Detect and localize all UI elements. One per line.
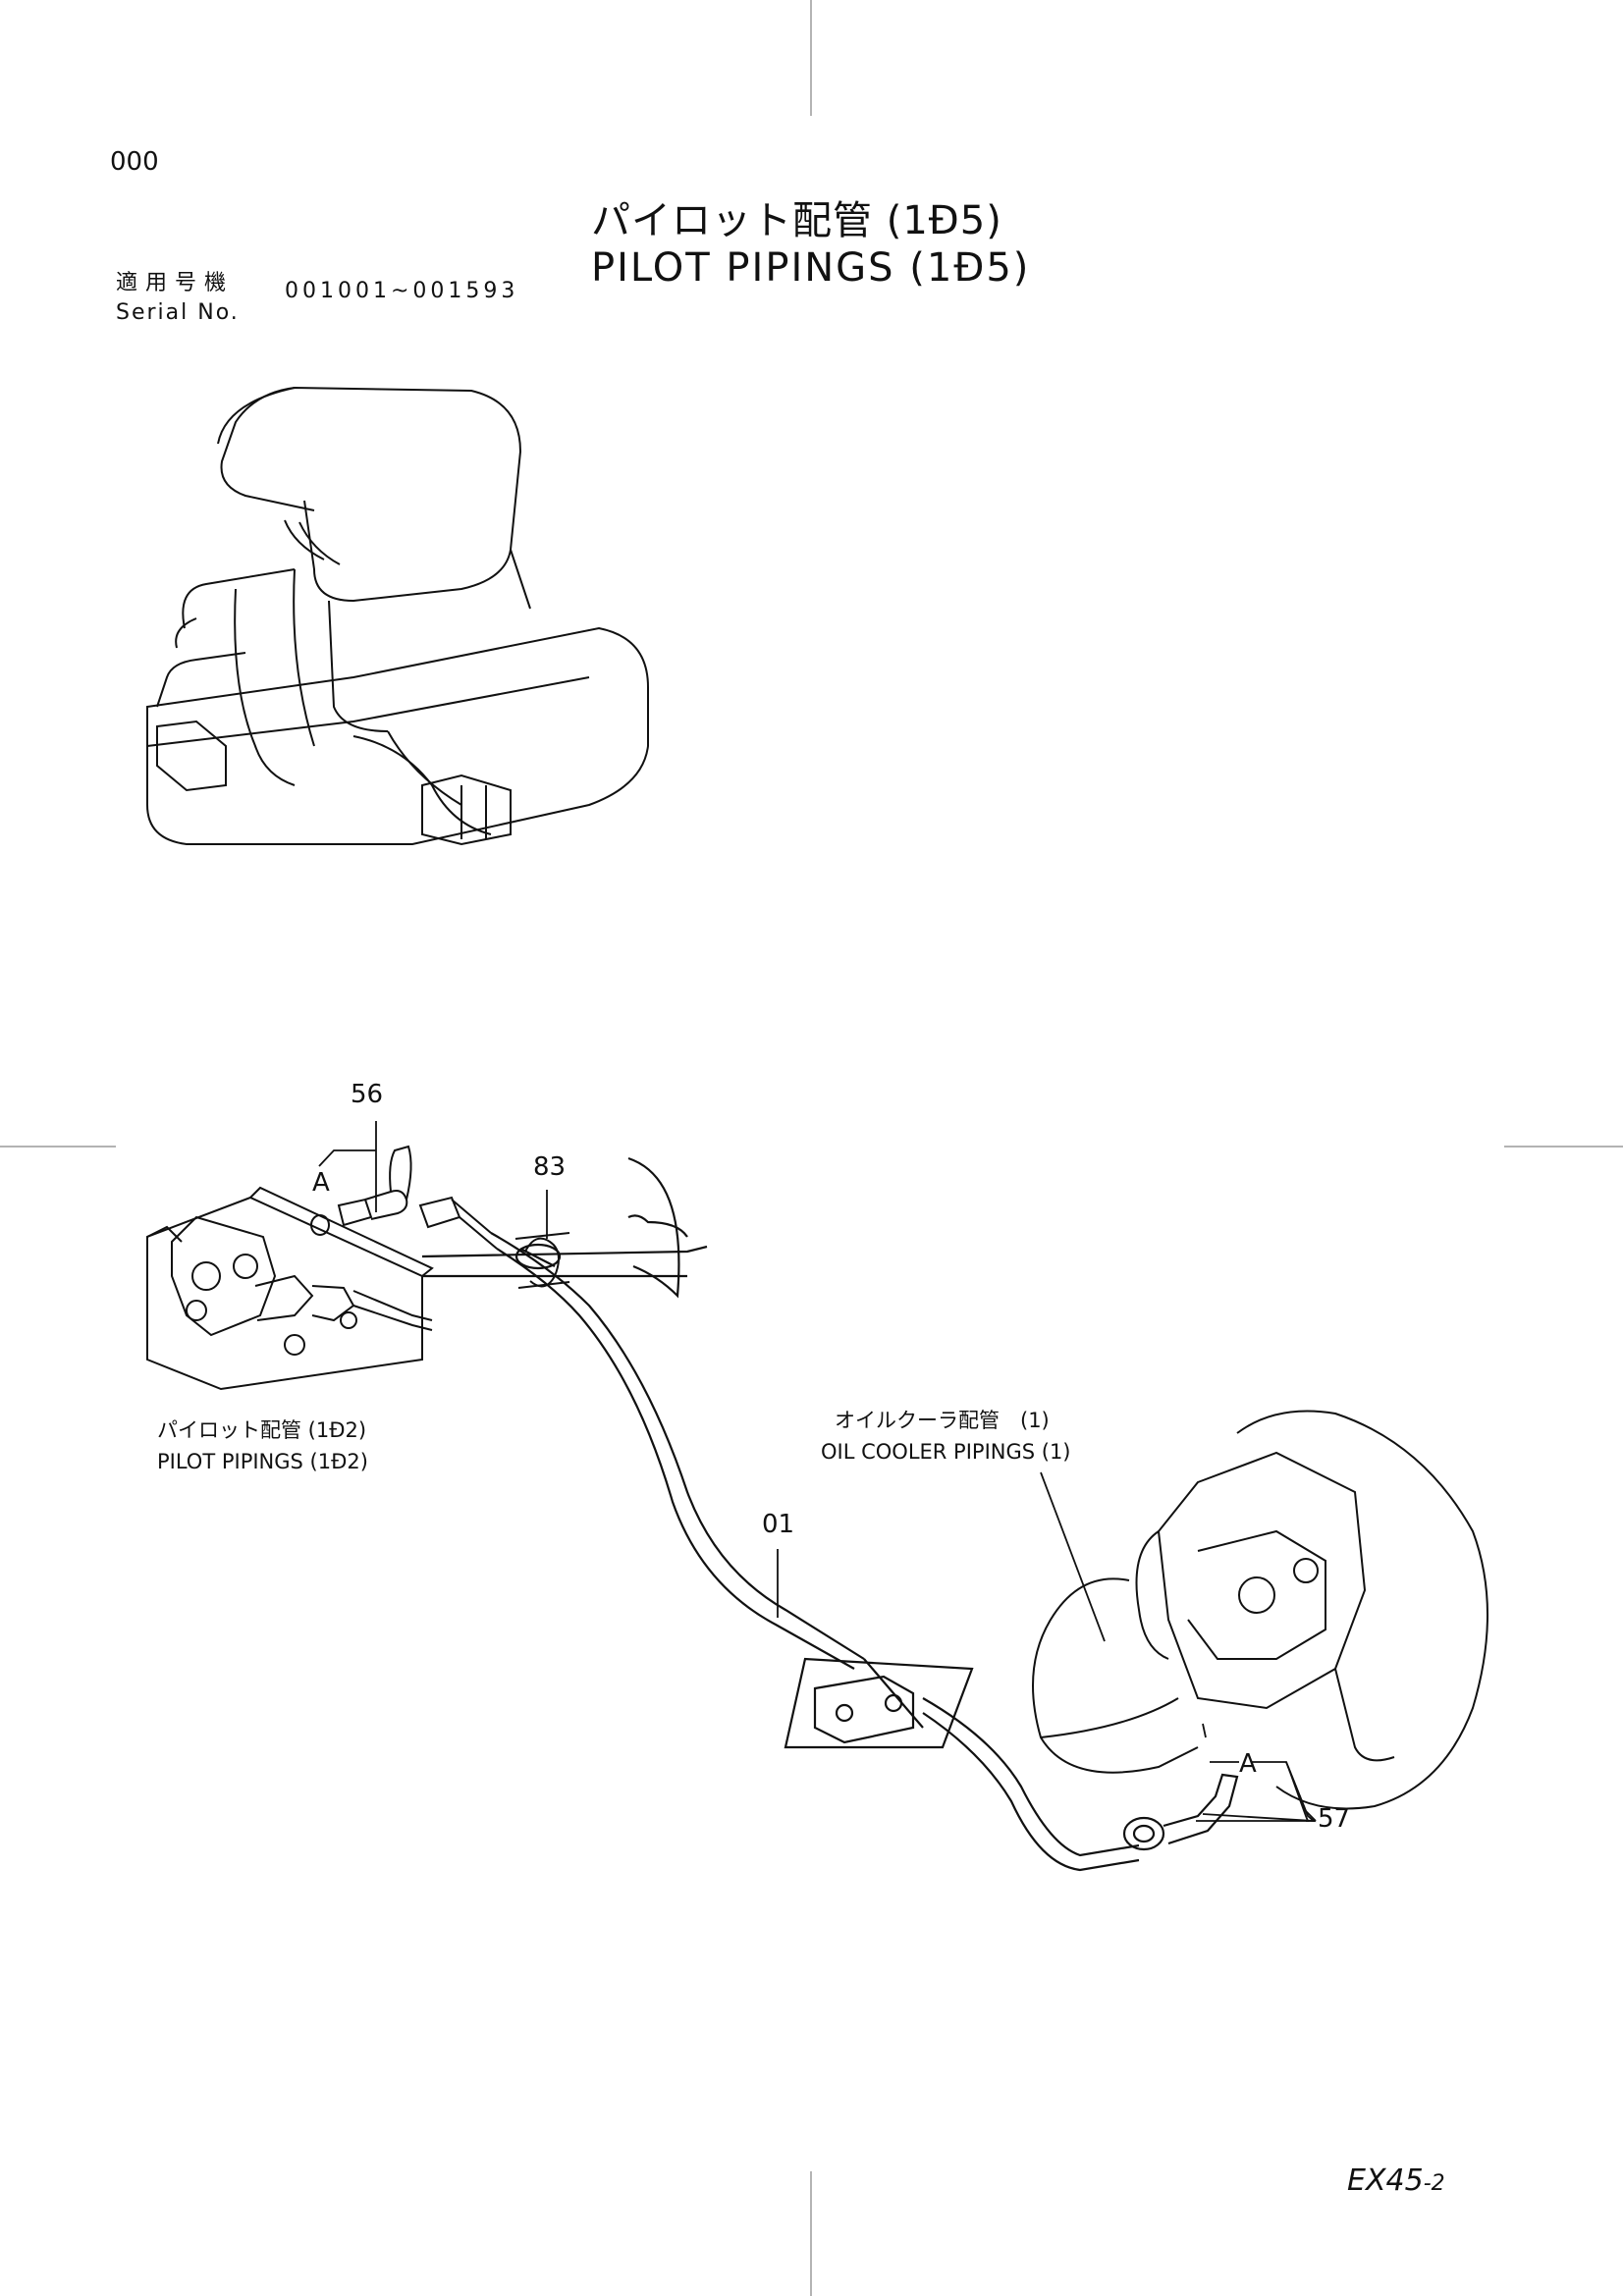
- page-title: PILOT PIPINGS (1Ð5): [591, 245, 1031, 291]
- ref-oil-cooler-pipings-jp: オイルクーラ配管 (1): [835, 1409, 1050, 1432]
- ref-pilot-pipings-jp: パイロット配管 (1Ð2): [157, 1418, 367, 1442]
- callout-56: 56: [351, 1080, 384, 1109]
- callout-a-right: A: [1239, 1749, 1257, 1779]
- callout-57: 57: [1318, 1804, 1351, 1834]
- ref-oil-cooler-pipings: OIL COOLER PIPINGS (1): [821, 1440, 1071, 1464]
- fittings-drawing: [310, 1145, 498, 1250]
- callout-01: 01: [762, 1510, 795, 1539]
- serial-label-jp: 適用号機: [116, 271, 235, 295]
- serial-range: 001001~001593: [285, 279, 519, 303]
- pilot-valve-drawing: [146, 1186, 434, 1391]
- model-suffix: -2: [1423, 2171, 1445, 2196]
- pump-drawing: [1032, 1410, 1488, 1810]
- machine-overview-drawing: [146, 386, 649, 846]
- clamp-drawing: [514, 1232, 570, 1289]
- page-title-jp: パイロット配管 (1Ð5): [591, 198, 1002, 243]
- model-number: EX45-2: [1347, 2163, 1445, 2198]
- page-code: 000: [110, 147, 159, 177]
- ref-pilot-pipings: PILOT PIPINGS (1Ð2): [157, 1450, 368, 1473]
- callout-a-left: A: [312, 1168, 330, 1198]
- model-name: EX45: [1347, 2163, 1424, 2198]
- serial-label: Serial No.: [116, 300, 240, 325]
- leader-lines: [318, 1121, 1317, 1823]
- hose-assembly-drawing: [421, 1156, 1239, 1872]
- callout-83: 83: [533, 1152, 567, 1182]
